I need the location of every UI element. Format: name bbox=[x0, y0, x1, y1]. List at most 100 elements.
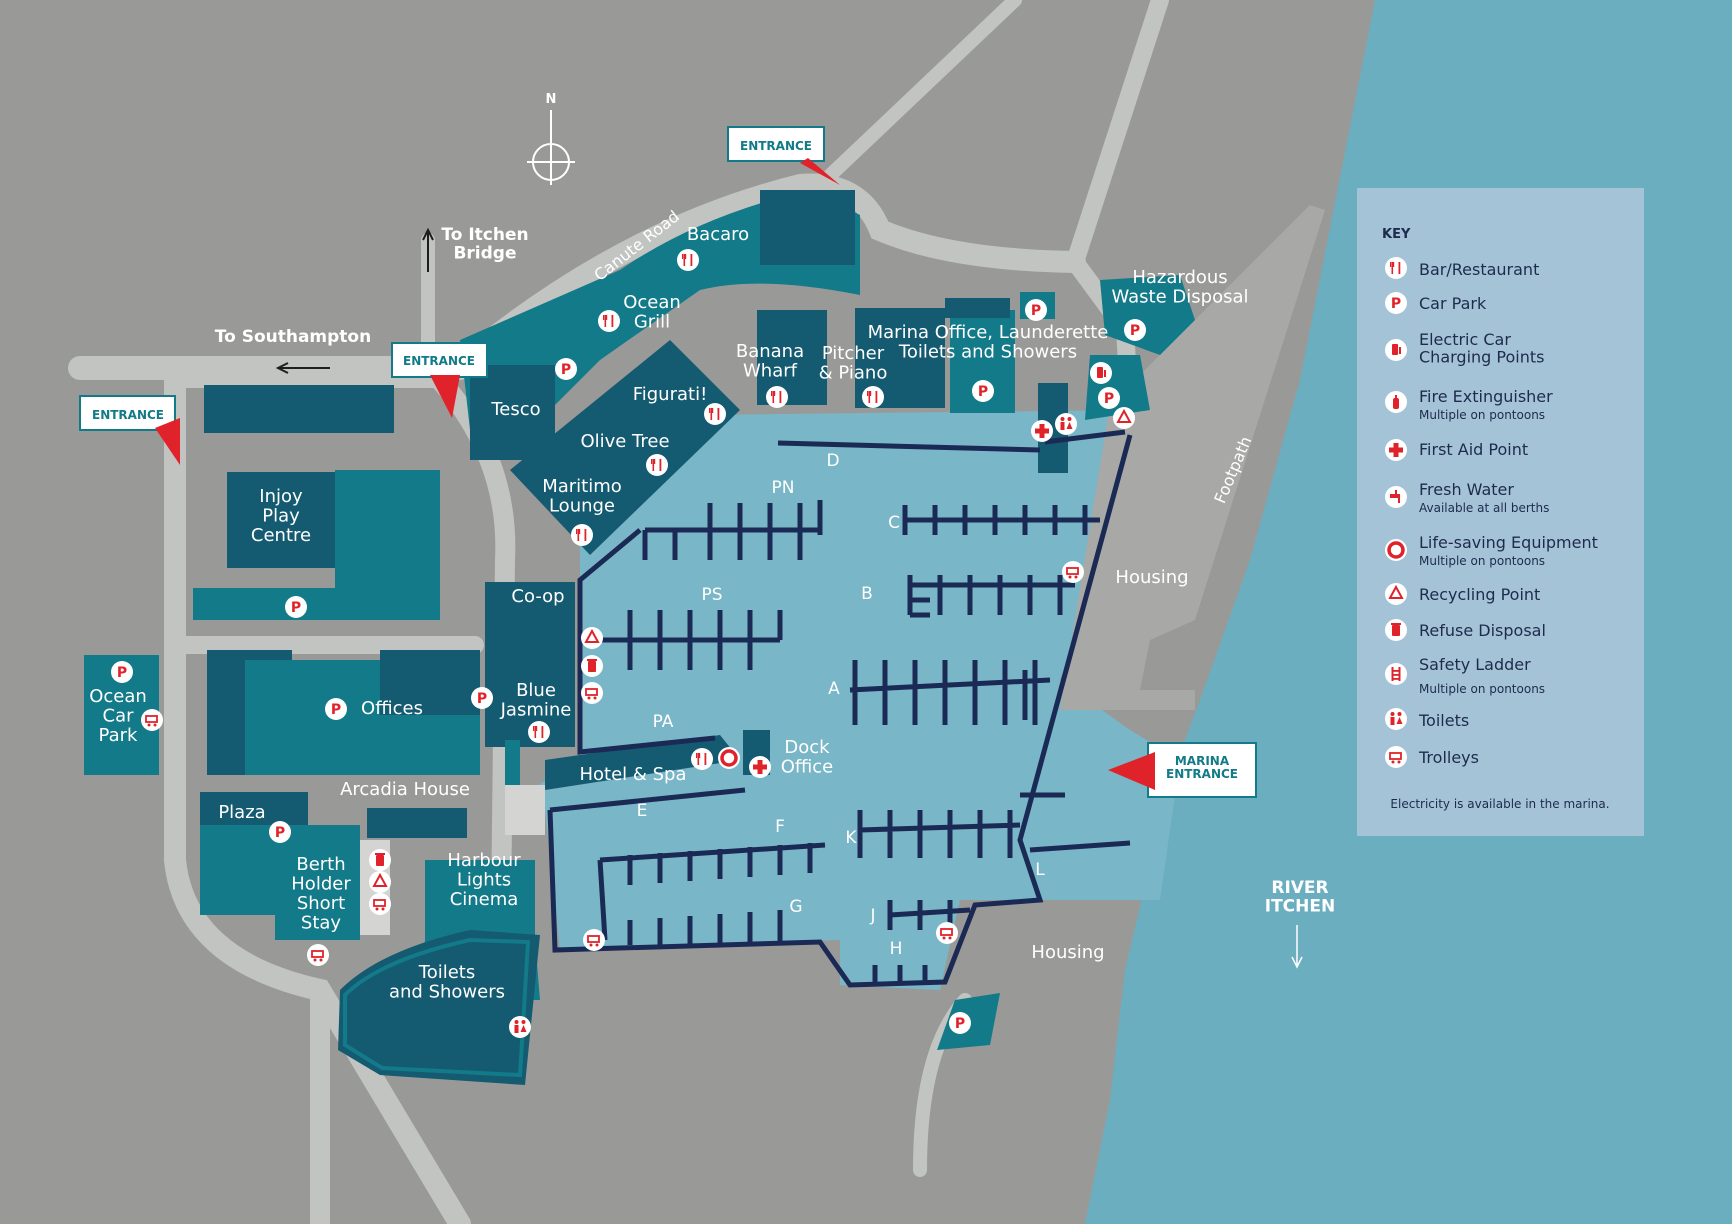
buildings bbox=[84, 190, 1195, 1085]
key-footer: Electricity is available in the marina. bbox=[1390, 797, 1609, 811]
car-park-icon bbox=[325, 698, 347, 720]
ev-charging-icon bbox=[1090, 362, 1112, 384]
first-aid-icon bbox=[1031, 420, 1053, 442]
arrow-left-icon bbox=[275, 362, 330, 374]
key-title: KEY bbox=[1382, 227, 1411, 242]
berth-label: PA bbox=[653, 712, 674, 732]
toilets-icon bbox=[509, 1016, 531, 1038]
berth-label: F bbox=[775, 817, 785, 837]
car-park-icon bbox=[269, 821, 291, 843]
car-park-icon bbox=[949, 1012, 971, 1034]
label-housing-south: Housing bbox=[1031, 942, 1104, 963]
bar-restaurant-icon bbox=[571, 524, 593, 546]
refuse-icon bbox=[581, 655, 603, 677]
car-park-icon bbox=[972, 380, 994, 402]
car-park-icon bbox=[111, 661, 133, 683]
car-park-icon bbox=[1025, 299, 1047, 321]
berth-label: H bbox=[890, 939, 903, 959]
ladder-icon bbox=[1385, 663, 1407, 685]
label-housing-east: Housing bbox=[1115, 567, 1188, 588]
label-figurati: Figurati! bbox=[633, 384, 708, 405]
trolley-icon bbox=[306, 943, 330, 967]
trolley-icon bbox=[580, 681, 604, 705]
car-park-icon bbox=[471, 687, 493, 709]
toilets-icon bbox=[1385, 708, 1407, 730]
svg-text:Multiple on pontoons: Multiple on pontoons bbox=[1419, 682, 1545, 696]
map-key: KEY Bar/Restaurant Car Park Electric Car… bbox=[1357, 188, 1644, 836]
bar-restaurant-icon bbox=[646, 454, 668, 476]
svg-text:Refuse Disposal: Refuse Disposal bbox=[1419, 621, 1546, 640]
first-aid-icon bbox=[1385, 439, 1407, 461]
label-hotel-spa: Hotel & Spa bbox=[579, 764, 686, 785]
trolley-icon bbox=[935, 921, 959, 945]
pontoons bbox=[547, 429, 1133, 988]
berth-label: E bbox=[637, 801, 648, 821]
recycling-icon bbox=[1384, 582, 1408, 606]
svg-text:Bar/Restaurant: Bar/Restaurant bbox=[1419, 260, 1539, 279]
label-offices: Offices bbox=[361, 698, 423, 719]
footpath-strip bbox=[1060, 205, 1325, 710]
svg-text:Recycling Point: Recycling Point bbox=[1419, 585, 1540, 604]
berth-label: D bbox=[826, 451, 839, 471]
svg-text:ENTRANCE: ENTRANCE bbox=[92, 408, 164, 422]
svg-text:Fire Extinguisher: Fire Extinguisher bbox=[1419, 387, 1553, 406]
berth-labels: D PN C B PS A PA E F K L G J H bbox=[637, 451, 1046, 959]
bar-restaurant-icon bbox=[1385, 257, 1407, 279]
refuse-icon bbox=[369, 849, 391, 871]
berth-label: PS bbox=[701, 585, 722, 605]
svg-text:Fresh Water: Fresh Water bbox=[1419, 480, 1514, 499]
lifebuoy-icon bbox=[716, 745, 742, 771]
berth-label: J bbox=[869, 906, 875, 926]
bar-restaurant-icon bbox=[691, 748, 713, 770]
berth-label: C bbox=[888, 513, 900, 533]
label-pitcher-piano: Pitcher& Piano bbox=[819, 343, 888, 383]
svg-text:Toilets: Toilets bbox=[1418, 711, 1469, 730]
trolley-icon bbox=[140, 708, 164, 732]
arrow-down-icon bbox=[1291, 925, 1303, 969]
ev-charging-icon bbox=[1385, 339, 1407, 361]
svg-text:Available at all berths: Available at all berths bbox=[1419, 501, 1549, 515]
trolley-icon bbox=[1384, 745, 1408, 769]
svg-text:Multiple on pontoons: Multiple on pontoons bbox=[1419, 554, 1545, 568]
berth-label: A bbox=[828, 679, 840, 699]
berth-label: L bbox=[1035, 860, 1045, 880]
trolley-icon bbox=[1061, 560, 1085, 584]
compass bbox=[527, 110, 575, 185]
berth-label: K bbox=[845, 828, 857, 848]
arrow-up-icon bbox=[422, 227, 434, 272]
bar-restaurant-icon bbox=[704, 403, 726, 425]
entrance-middle: ENTRANCE bbox=[391, 342, 488, 418]
svg-text:Life-saving Equipment: Life-saving Equipment bbox=[1419, 533, 1598, 552]
first-aid-icon bbox=[749, 756, 771, 778]
label-olive-tree: Olive Tree bbox=[580, 431, 669, 452]
svg-text:ENTRANCE: ENTRANCE bbox=[740, 139, 812, 153]
toilets-icon bbox=[1055, 413, 1077, 435]
berth-label: PN bbox=[772, 478, 795, 498]
label-tesco: Tesco bbox=[490, 399, 540, 420]
label-to-southampton: To Southampton bbox=[215, 327, 371, 347]
bar-restaurant-icon bbox=[598, 310, 620, 332]
label-plaza: Plaza bbox=[218, 802, 265, 823]
berth-label: B bbox=[861, 584, 873, 604]
refuse-icon bbox=[1385, 619, 1407, 641]
recycling-icon bbox=[368, 870, 392, 894]
car-park-icon bbox=[1385, 292, 1407, 314]
berth-label: G bbox=[789, 897, 802, 917]
car-park-icon bbox=[555, 358, 577, 380]
svg-text:Car Park: Car Park bbox=[1419, 294, 1487, 313]
